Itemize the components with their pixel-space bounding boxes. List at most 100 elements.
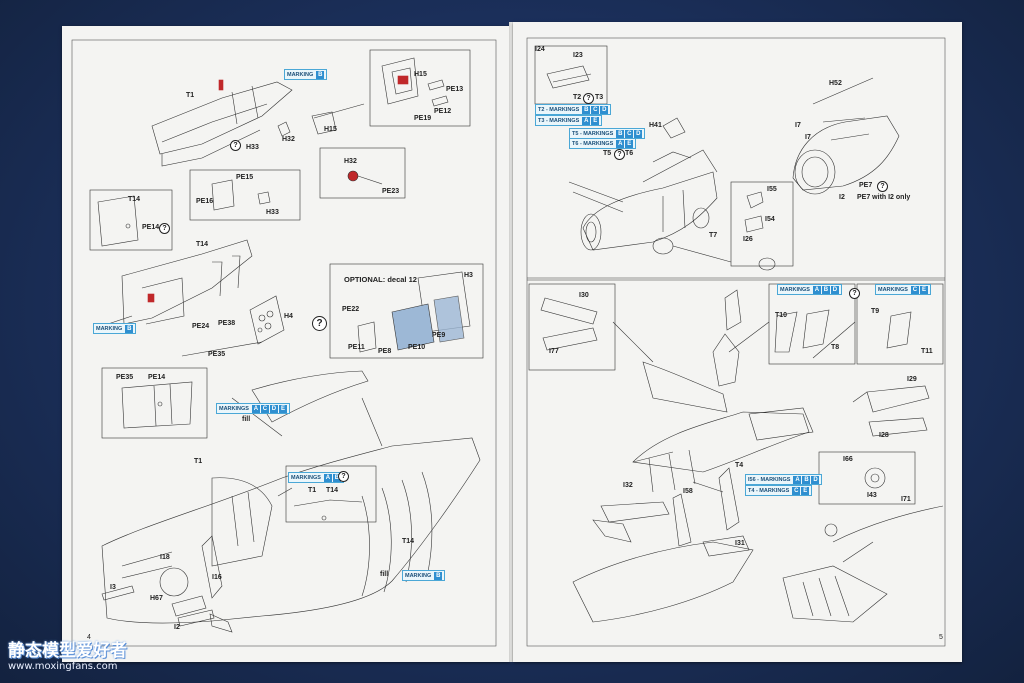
label-h15b: H15	[324, 126, 337, 133]
marking-letter: A	[812, 285, 821, 294]
marking-letter: B	[802, 475, 811, 484]
label-t11: T11	[921, 348, 933, 355]
label-i7a: I7	[795, 122, 801, 129]
label-t1-mid: T1	[194, 458, 203, 465]
marking-letter: C	[591, 105, 600, 114]
label-i24: I24	[535, 46, 545, 53]
t6-markings: T6 - MARKINGS A E	[569, 138, 637, 149]
optional-icon: ?	[230, 140, 241, 151]
label-i30: I30	[579, 292, 589, 299]
markings-ab: MARKINGS A B	[288, 472, 344, 483]
label-pe9: PE9	[432, 332, 446, 339]
label-t3: T3	[595, 94, 604, 101]
label-pe7: PE7	[859, 182, 873, 189]
label-t14b: T14	[196, 241, 209, 248]
label-t1-top: T1	[186, 92, 195, 99]
label-pe16: PE16	[196, 198, 214, 205]
marking-letter: A	[793, 475, 802, 484]
watermark-logo-text: 静态模型爱好者	[8, 641, 127, 661]
marking-text: T3 - MARKINGS	[538, 117, 580, 124]
marking-letter: E	[591, 116, 600, 125]
marking-letter: A	[582, 116, 591, 125]
label-t2: T2	[573, 94, 582, 101]
left-page-drawings	[71, 39, 497, 647]
label-t8: T8	[831, 344, 840, 351]
label-h33: H33	[246, 144, 259, 151]
label-t6: T6	[625, 150, 634, 157]
label-t14: T14	[326, 487, 339, 494]
marking-letter: C	[792, 486, 801, 495]
label-pe11: PE11	[348, 344, 365, 351]
marking-letter: B	[332, 473, 341, 482]
marking-letter: B	[616, 129, 625, 138]
label-i55: I55	[767, 186, 777, 193]
right-page-drawings	[526, 37, 946, 647]
marking-text: MARKING	[405, 572, 432, 579]
optional-icon-large: ?	[312, 316, 327, 331]
label-pe22: PE22	[342, 306, 360, 313]
label-h15: H15	[414, 71, 427, 78]
marking-text: T4 - MARKINGS	[748, 487, 790, 494]
marking-letter-b: B	[125, 324, 134, 333]
label-pe19: PE19	[414, 115, 432, 122]
label-fill-bottom: fill	[380, 571, 389, 578]
label-i29: I29	[907, 376, 917, 383]
label-t10: T10	[775, 312, 788, 319]
marking-text: MARKING	[96, 325, 123, 332]
label-t14a: T14	[128, 196, 141, 203]
markings-abd: MARKINGS A B D	[777, 284, 842, 295]
marking-letter: D	[634, 129, 643, 138]
i56-markings: I56 - MARKINGS A B D	[745, 474, 823, 485]
marking-text: T5 - MARKINGS	[572, 130, 614, 137]
label-pe38: PE38	[218, 320, 236, 327]
label-i2: I2	[839, 194, 845, 201]
label-t4: T4	[735, 462, 744, 469]
label-i28: I28	[879, 432, 889, 439]
marking-text: T2 - MARKINGS	[538, 106, 580, 113]
marking-letter: C	[625, 129, 634, 138]
marking-letter: C	[260, 404, 269, 413]
marking-letter: D	[269, 404, 278, 413]
optional-icon: ?	[338, 471, 349, 482]
label-pe35b: PE35	[116, 374, 134, 381]
label-i3: I3	[110, 584, 116, 591]
marking-letter: C	[910, 285, 919, 294]
markings-acde: MARKINGS A C D E	[216, 403, 290, 414]
optional-icon: ?	[159, 223, 170, 234]
optional-icon: ?	[583, 93, 594, 104]
label-i54: I54	[765, 216, 775, 223]
label-i31: I31	[735, 540, 745, 547]
t4-markings: T4 - MARKINGS C E	[745, 485, 813, 496]
label-i18: I18	[160, 554, 170, 561]
marking-letter: A	[616, 139, 625, 148]
marking-letter: A	[251, 404, 260, 413]
label-fill: fill	[242, 416, 251, 423]
marking-letter: B	[821, 285, 830, 294]
label-t9: T9	[871, 308, 880, 315]
marking-text: MARKINGS	[878, 286, 908, 293]
marking-letter: E	[919, 285, 928, 294]
label-h3: H3	[464, 272, 473, 279]
label-i16: I16	[212, 574, 222, 581]
optional-icon: ?	[849, 288, 860, 299]
watermark: 静态模型爱好者 www.moxingfans.com	[8, 641, 127, 673]
page-number-right: 5	[939, 634, 943, 641]
label-t5: T5	[603, 150, 612, 157]
label-i23: I23	[573, 52, 583, 59]
label-h32b: H32	[344, 158, 357, 165]
marking-text: MARKINGS	[291, 474, 321, 481]
label-pe7-i2-only: PE7 with I2 only	[857, 194, 911, 201]
label-pe12: PE12	[434, 108, 452, 115]
label-pe35: PE35	[208, 351, 226, 358]
label-h41: H41	[649, 122, 662, 129]
marking-b-top: MARKING B	[284, 69, 328, 80]
markings-ce: MARKINGS C E	[875, 284, 931, 295]
instruction-page-right: I24 I23 T2 ? T3 T2 - MARKINGS B C D T3 -…	[513, 22, 962, 662]
marking-text: MARKINGS	[219, 405, 249, 412]
label-h52: H52	[829, 80, 842, 87]
optional-icon: ?	[614, 149, 625, 160]
label-h67: H67	[150, 595, 163, 602]
marking-letter-b: B	[316, 70, 325, 79]
t2-markings: T2 - MARKINGS B C D	[535, 104, 612, 115]
label-i7b: I7	[805, 134, 811, 141]
